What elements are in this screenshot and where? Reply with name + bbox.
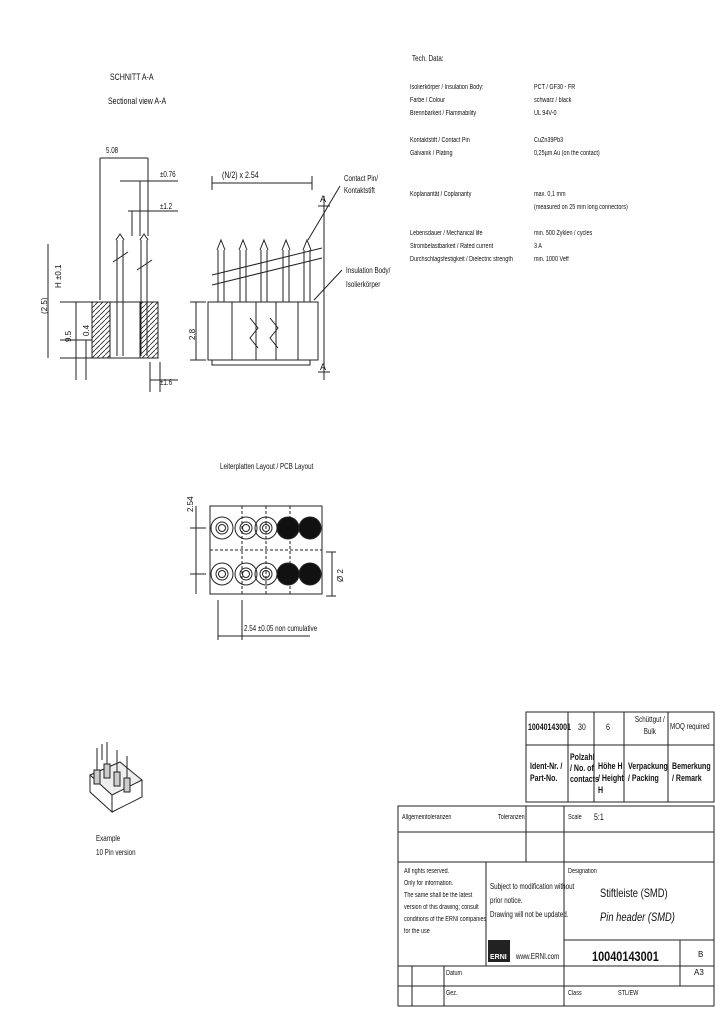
contact-label-en: Contact Pin/ xyxy=(344,174,378,183)
pcb-hole-diameter: Ø 2 xyxy=(336,569,345,582)
tech-label: Lebensdauer / Mechanical life xyxy=(410,230,483,237)
dim-2-5: (2.5) xyxy=(40,297,49,314)
order-part-no: 10040143001 xyxy=(528,722,571,732)
product-name-de: Stiftleiste (SMD) xyxy=(600,886,668,900)
tech-label: Farbe / Colour xyxy=(410,97,445,104)
sheet-size: A3 xyxy=(694,968,704,977)
order-header-height: Höhe H / Height H xyxy=(598,761,624,795)
erni-logo-box xyxy=(488,940,510,962)
class-label: Class xyxy=(568,990,582,997)
tech-label: Durchschlagsfestigkeit / Dielectric stre… xyxy=(410,256,513,263)
tech-label: Kontaktstift / Contact Pin xyxy=(410,137,470,144)
tech-value: UL 94V-0 xyxy=(534,110,557,117)
class-value: STL/EW xyxy=(618,990,639,997)
dim-9-5: 9.5 xyxy=(64,330,73,342)
tech-value: CuZn39Pb3 xyxy=(534,137,564,144)
tech-value: 3 A xyxy=(534,243,542,250)
pcb-pitch-horizontal: 2.54 ±0.05 non cumulative xyxy=(244,624,318,633)
tech-label: Brennbarkeit / Flammability xyxy=(410,110,477,117)
order-pins: 30 xyxy=(578,722,586,732)
section-marker-top: A xyxy=(320,194,327,204)
drawn-label: Gez. xyxy=(446,990,458,997)
rights-line: for the use xyxy=(404,928,430,935)
subject-line: prior notice. xyxy=(490,896,523,905)
tech-value: PCT / GF30 - FR xyxy=(534,84,576,91)
order-height: 6 xyxy=(606,722,610,732)
dim-1-2: ±1.2 xyxy=(160,202,173,211)
tech-value: max. 0,1 mm xyxy=(534,191,566,198)
tech-value: 0,25µm Au (on the contact) xyxy=(534,150,600,157)
side-view xyxy=(190,176,343,380)
tech-label: Koplanarität / Coplanarity xyxy=(410,191,472,198)
rights-line: The same shall be the latest xyxy=(404,892,473,899)
body-label-de: Isolierkörper xyxy=(346,280,381,289)
example-sketch xyxy=(89,742,143,814)
title-block xyxy=(397,805,715,1007)
tech-label: Galvanik / Plating xyxy=(410,150,453,157)
order-packing: Schüttgut / Bulk xyxy=(634,715,665,736)
section-view xyxy=(47,157,178,392)
tech-value: (measured on 25 mm long connectors) xyxy=(534,204,628,211)
section-marker-bottom: A xyxy=(320,362,327,372)
tech-value: min. 500 Zyklen / cycles xyxy=(534,230,593,237)
pcb-title: Leiterplatten Layout / PCB Layout xyxy=(220,462,314,471)
pcb-layout-drawing xyxy=(190,505,336,640)
website: www.ERNI.com xyxy=(516,952,560,961)
order-header-contacts: Polzahl / No. of contacts xyxy=(570,752,599,784)
date-label: Datum xyxy=(446,970,463,977)
tech-value: min. 1000 Veff xyxy=(534,256,569,263)
tolerance-label: Toleranzen xyxy=(498,814,525,821)
dim-1-6: ±1.6 xyxy=(160,378,173,387)
pcb-holes xyxy=(210,516,322,586)
subject-line: Drawing will not be updated. xyxy=(490,910,569,919)
order-table xyxy=(525,711,715,803)
designation-label: Designation xyxy=(568,868,597,875)
section-title: SCHNITT A-A xyxy=(110,72,154,82)
order-header-part: Ident-Nr. / Part-No. xyxy=(530,761,563,783)
scale-label: Scale xyxy=(568,814,582,821)
contact-label-de: Kontaktstift xyxy=(344,186,375,195)
tech-label: Strombelastbarkeit / Rated current xyxy=(410,243,494,250)
tech-value: schwarz / black xyxy=(534,97,572,104)
rights-line: Only for information. xyxy=(404,880,454,887)
pitch-dimension: (N/2) x 2.54 xyxy=(222,170,259,180)
section-subtitle: Sectional view A-A xyxy=(108,96,167,106)
rights-line: All rights reserved. xyxy=(404,868,450,875)
general-tolerance-label: Allgemeintoleranzen xyxy=(402,814,452,821)
tech-heading: Tech. Data: xyxy=(412,54,444,63)
revision: B xyxy=(698,950,704,959)
order-header-remark: Bemerkung / Remark xyxy=(672,761,711,783)
erni-logo: ERNI xyxy=(490,954,507,961)
dim-5-08: 5.08 xyxy=(106,146,119,155)
order-header-packing: Verpackung / Packing xyxy=(628,761,668,783)
scale-value: 5:1 xyxy=(594,812,604,822)
dim-h: H ±0.1 xyxy=(54,264,63,288)
rights-line: version of this drawing; consult xyxy=(404,904,479,911)
height-dimension: 2.8 xyxy=(188,328,197,340)
dim-0-76: ±0.76 xyxy=(160,170,176,179)
example-pins: 10 Pin version xyxy=(96,848,136,857)
order-remark: MOQ required xyxy=(670,722,710,731)
rights-line: conditions of the ERNI companies xyxy=(404,916,487,923)
pcb-pitch-vertical: 2.54 xyxy=(186,496,195,512)
tech-label: Isolierkörper / Insulation Body: xyxy=(410,84,484,91)
dim-0-4: 0.4 xyxy=(82,324,91,336)
product-name-en: Pin header (SMD) xyxy=(600,910,675,924)
part-number: 10040143001 xyxy=(592,948,659,964)
subject-line: Subject to modification without xyxy=(490,882,575,891)
example-label: Example xyxy=(96,834,121,843)
body-label-en: Insulation Body/ xyxy=(346,266,391,275)
